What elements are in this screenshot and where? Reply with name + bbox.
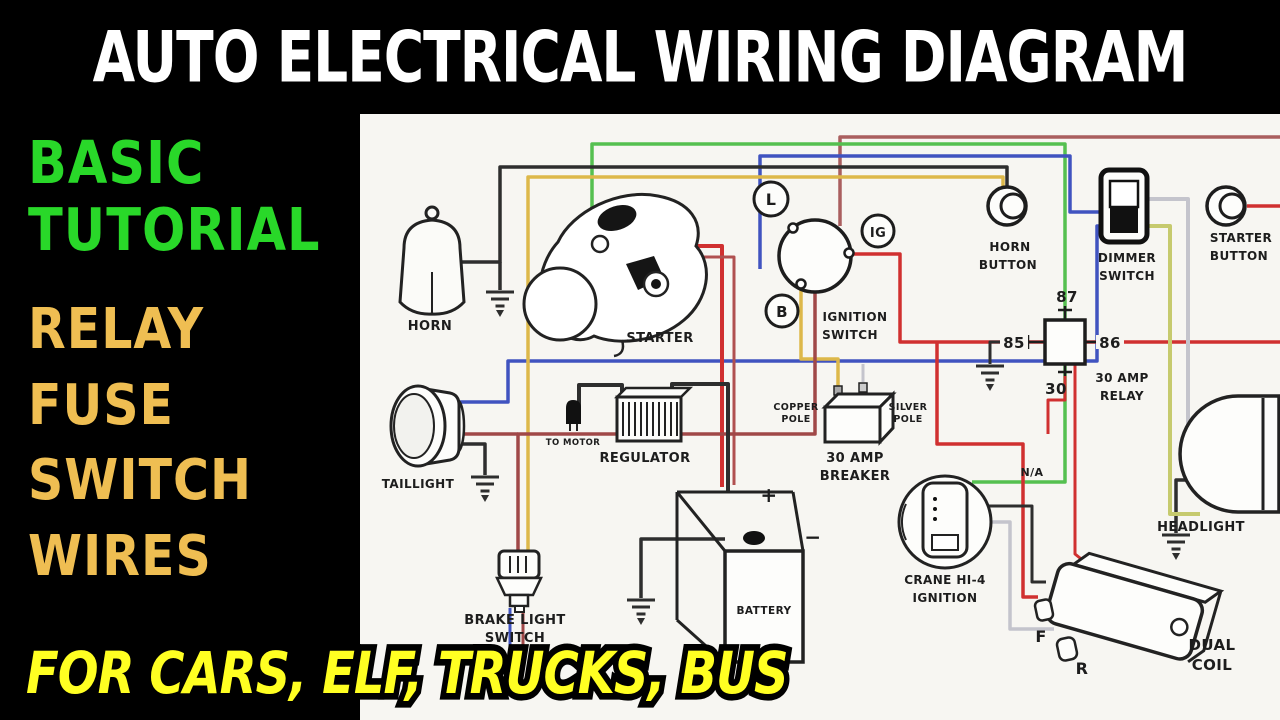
bottom-banner-outline: FOR CARS, ELF, TRUCKS, BUS	[21, 633, 795, 713]
breaker-label-1: 30 AMP	[826, 451, 884, 466]
regulator-component	[566, 386, 694, 443]
sidebar-tutorial: TUTORIAL	[28, 197, 321, 265]
sidebar-topic-switch: SWITCH	[28, 447, 252, 513]
ignition-switch-label-1: IGNITION	[823, 310, 888, 324]
ground-symbol-headlight	[1160, 533, 1192, 562]
dimmer-switch-component	[1098, 167, 1150, 245]
horn-button-label-2: BUTTON	[979, 258, 1037, 272]
horn-button-component	[986, 185, 1028, 227]
starter-button-label-1: STARTER	[1210, 231, 1272, 245]
na-label: N/A	[1021, 466, 1044, 479]
coil-r-label: R	[1076, 659, 1089, 678]
crane-label-2: IGNITION	[913, 591, 978, 605]
sidebar-topic-wires: WIRES	[28, 523, 212, 589]
battery-plus-label: +	[760, 483, 777, 507]
terminal-l-label: L	[766, 190, 777, 209]
crane-label-1: CRANE HI-4	[904, 573, 986, 587]
wire-black-taillight-ground	[460, 442, 487, 475]
starter-component	[522, 193, 708, 358]
headlight-component	[1178, 394, 1280, 514]
brake-light-switch-component	[495, 549, 543, 613]
relay-label-2: RELAY	[1100, 389, 1144, 403]
relay-label-1: 30 AMP	[1095, 371, 1148, 385]
ground-symbol-relay	[974, 364, 1006, 393]
breaker-component	[821, 382, 897, 446]
wire-green	[590, 142, 1067, 484]
relay-pin85-label: 85	[1003, 334, 1025, 352]
relay-component	[1023, 306, 1106, 376]
wire-black-crane-coil	[986, 504, 1046, 584]
relay-85-label-bg	[1000, 335, 1028, 349]
terminal-ig-label: IG	[870, 226, 886, 241]
brake-switch-label-1: BRAKE LIGHT	[464, 613, 565, 628]
to-motor-label: TO MOTOR	[546, 438, 600, 448]
dual-coil-label-1: DUAL	[1189, 636, 1236, 654]
sidebar-basic: BASIC	[28, 130, 205, 198]
horn-button-label-1: HORN	[989, 240, 1030, 254]
coil-f-label: F	[1035, 627, 1046, 646]
wire-red-starter-battery	[694, 244, 724, 487]
dimmer-switch-label-2: SWITCH	[1099, 269, 1155, 283]
wire-yellow-long	[526, 175, 1005, 550]
silver-pole-label-1: SILVER	[889, 402, 928, 413]
relay-pin87-label: 87	[1056, 288, 1078, 306]
copper-pole-label-2: POLE	[781, 414, 810, 425]
relay-pin86-label: 86	[1099, 334, 1121, 352]
taillight-label: TAILLIGHT	[382, 477, 455, 491]
brake-switch-label-2: SWITCH	[485, 631, 545, 646]
wire-yellow-breaker	[799, 284, 840, 394]
dual-coil-component	[1033, 551, 1225, 664]
wire-red-crane-coil	[935, 342, 1038, 599]
breaker-label-2: BREAKER	[820, 469, 891, 484]
ground-symbol-taillight	[469, 475, 501, 504]
battery-minus-label: −	[804, 525, 821, 549]
wire-black-battery-ground	[639, 537, 725, 598]
headlight-label: HEADLIGHT	[1157, 520, 1245, 535]
wire-maroon-starter-battery	[694, 255, 736, 485]
starter-label: STARTER	[626, 331, 693, 346]
taillight-component	[389, 384, 466, 468]
ignition-switch-label-2: SWITCH	[822, 328, 878, 342]
horn-label: HORN	[408, 319, 452, 334]
silver-pole-label-2: POLE	[893, 414, 922, 425]
wire-gray-crane-coil	[992, 520, 1054, 631]
battery-label: BATTERY	[737, 605, 792, 617]
starter-button-label-2: BUTTON	[1210, 249, 1268, 263]
wire-blue-lower	[455, 224, 1103, 404]
ignition-switch-component	[752, 180, 896, 329]
wire-gray-dimmer-headlight	[1147, 197, 1200, 448]
dual-coil-label-2: COIL	[1192, 656, 1233, 674]
relay-pin30-label: 30	[1045, 380, 1067, 398]
terminal-b-label: B	[776, 303, 788, 321]
copper-pole-label-1: COPPER	[773, 402, 818, 413]
ground-symbol-horn	[484, 290, 516, 319]
relay-86-label-bg	[1096, 335, 1124, 349]
battery-component	[675, 490, 805, 665]
wire-black-horn	[460, 165, 1009, 264]
bottom-banner-text: FOR CARS, ELF, TRUCKS, BUS	[26, 640, 789, 708]
sidebar-topic-relay: RELAY	[28, 296, 205, 362]
ground-symbol-battery	[625, 598, 657, 627]
wire-olive-headlight	[1147, 224, 1200, 516]
wiring-diagram-panel: HORN STARTER	[360, 114, 1280, 720]
horn-component	[398, 205, 466, 316]
wire-red-relay-30	[1046, 376, 1067, 434]
dimmer-switch-label-1: DIMMER	[1098, 251, 1156, 265]
sidebar-topic-fuse: FUSE	[28, 372, 175, 438]
wire-maroon-top	[838, 135, 1280, 226]
crane-ignition-component	[897, 474, 993, 570]
page-title: AUTO ELECTRICAL WIRING DIAGRAM	[92, 16, 1189, 98]
wiring-diagram-svg: HORN STARTER	[382, 135, 1280, 678]
starter-button-component	[1205, 185, 1247, 227]
regulator-label: REGULATOR	[600, 451, 691, 466]
